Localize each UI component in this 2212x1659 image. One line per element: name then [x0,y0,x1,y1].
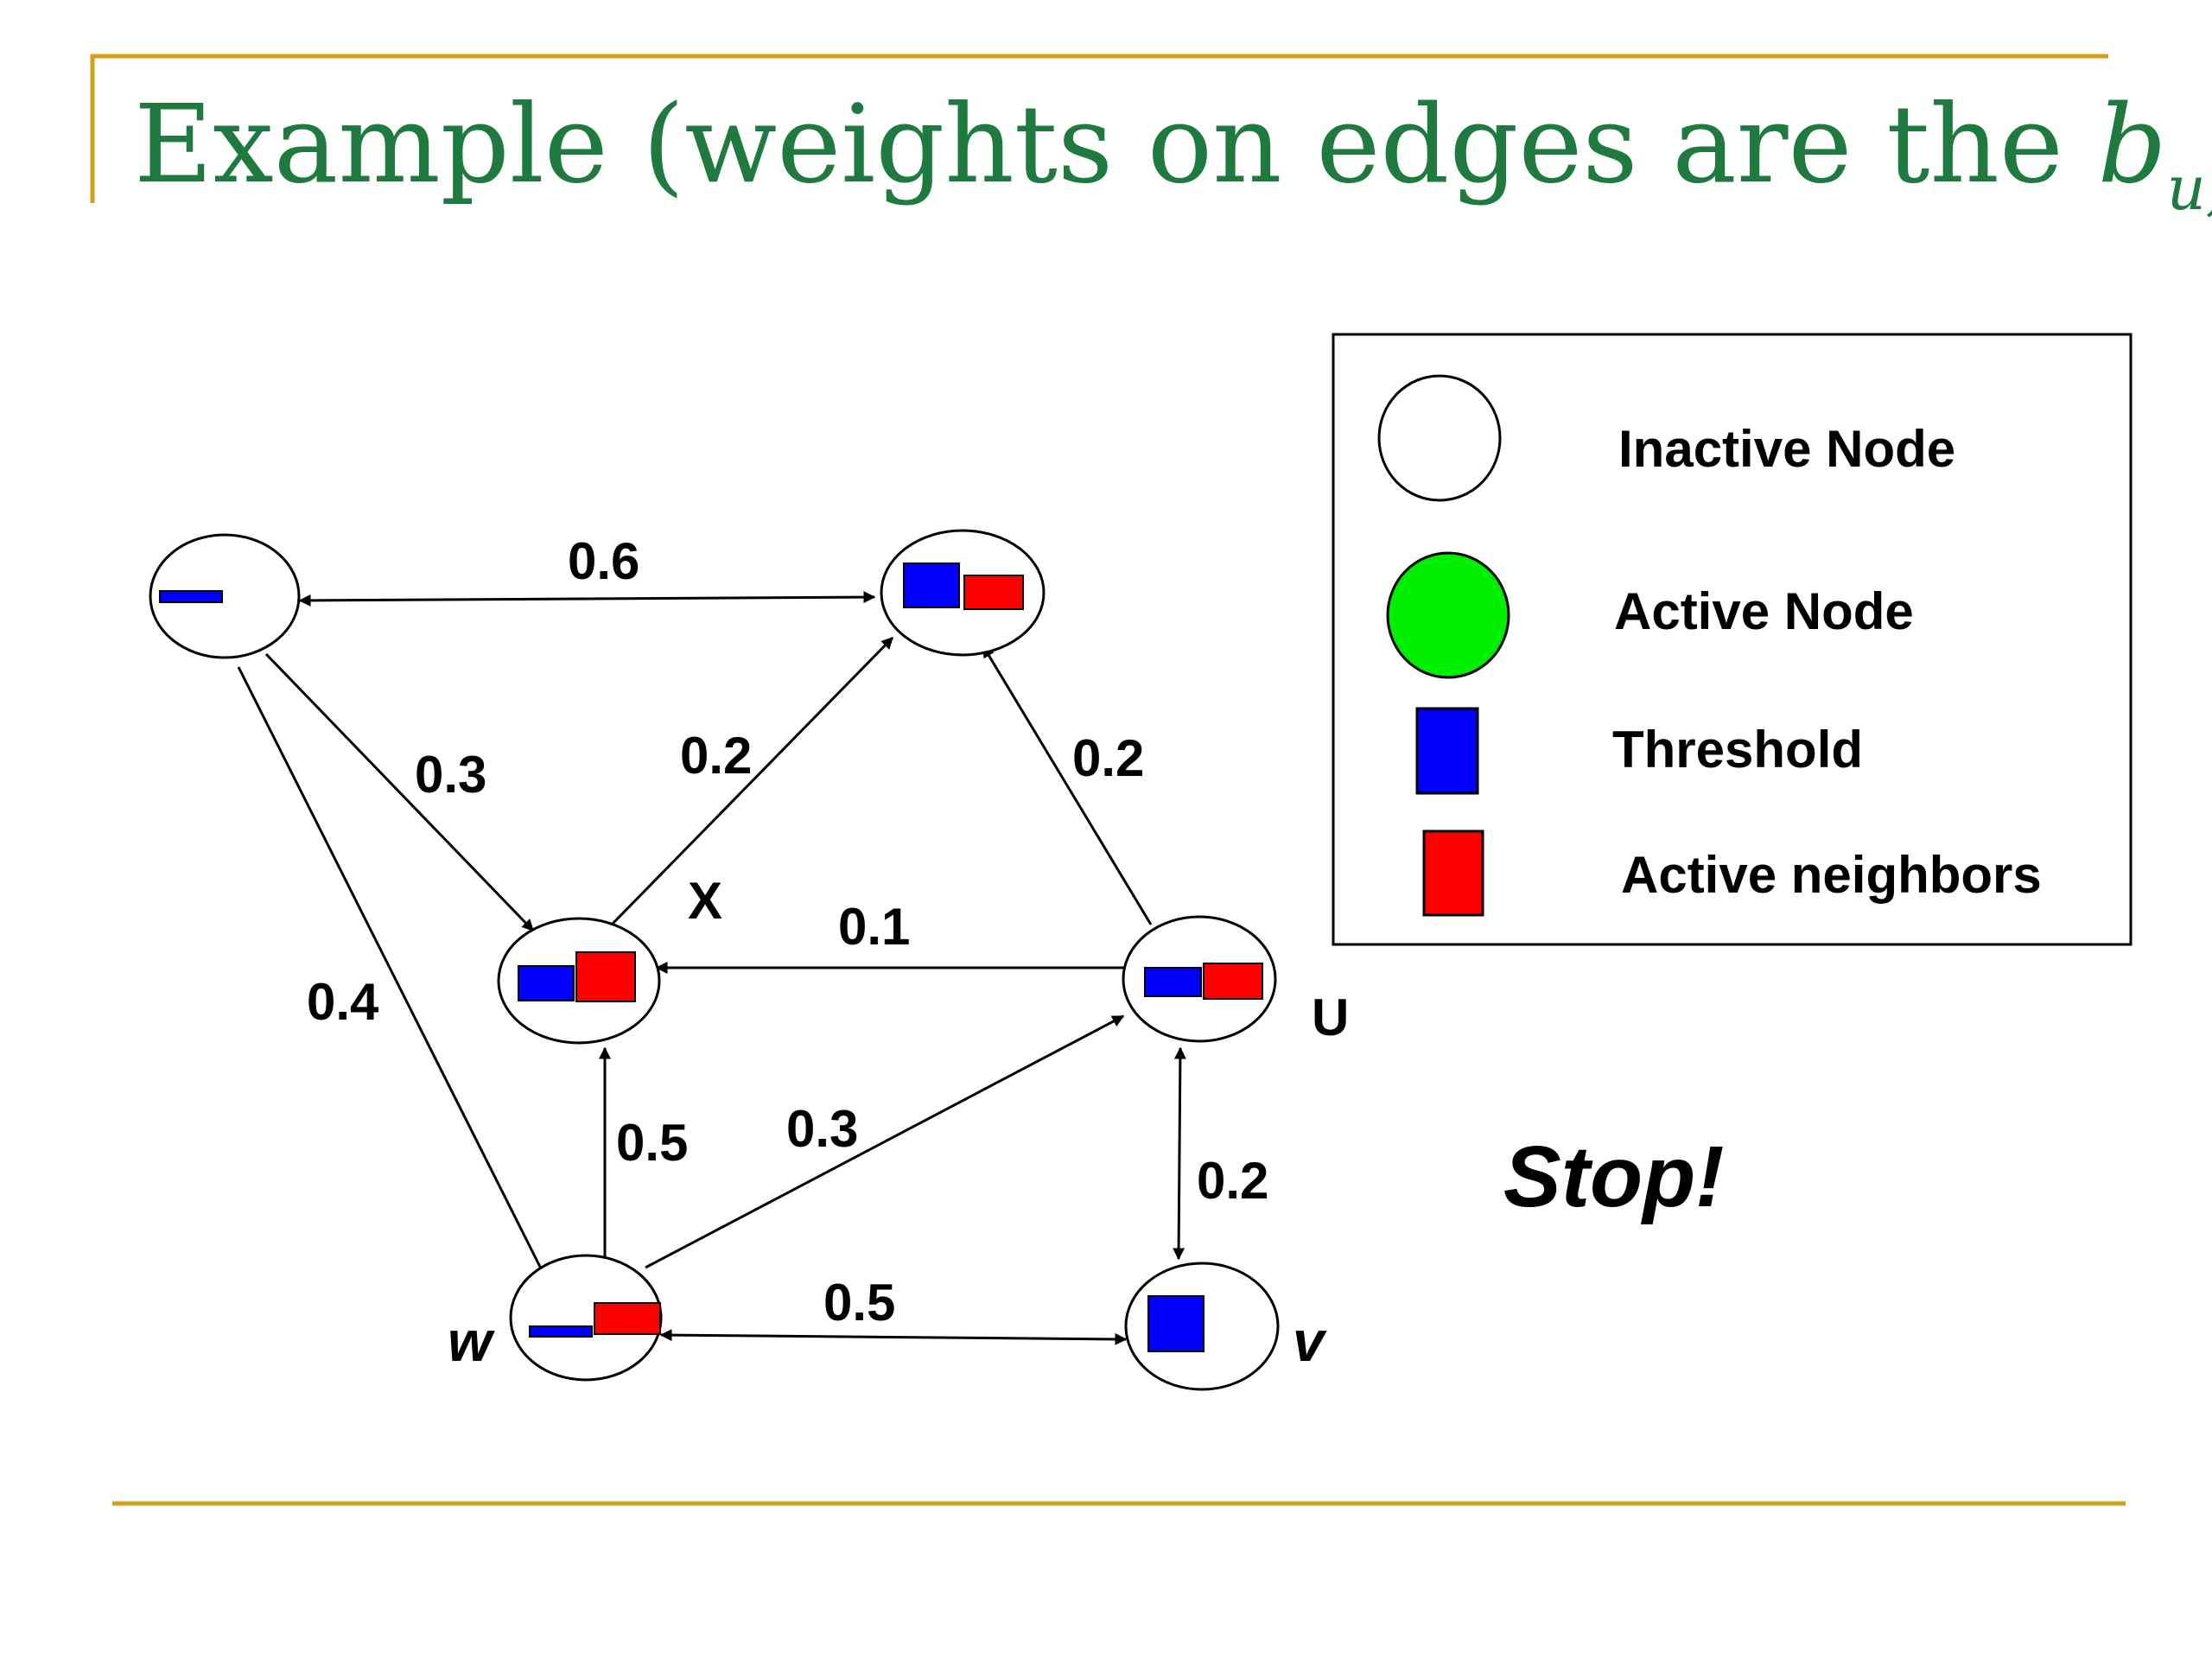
node-x [497,917,661,1045]
edge-w-u [645,1014,1125,1269]
node-x-active-neighbors-bar [575,951,636,1002]
node-w [509,1254,663,1382]
edge-weight-labels: 0.6 0.3 0.2 0.2 0.1 0.4 0.5 0.3 0.2 0.5 [307,532,1268,1332]
node-x-threshold-bar [518,965,575,1001]
legend-active-node-label: Active Node [1614,582,1914,640]
edge-w-v [659,1329,1128,1345]
legend-inactive-node-label: Inactive Node [1618,420,1955,478]
legend-active-neighbors-label: Active neighbors [1621,846,2042,904]
title-subscript-uv: u,v [2167,153,2212,224]
node-u [1122,915,1277,1043]
legend-inactive-node-swatch [1377,374,1502,502]
weight-u-top-right: 0.2 [1072,729,1144,787]
weight-w-v: 0.5 [823,1274,895,1332]
node-label-w: w [448,1309,495,1373]
edge-top-left-x [264,652,535,932]
edges [237,591,1186,1345]
weight-u-v: 0.2 [1197,1152,1268,1210]
node-w-active-neighbors-bar [594,1302,661,1335]
node-w-threshold-bar [529,1325,593,1338]
legend-threshold-swatch [1415,707,1479,795]
page-title: Example (weights on edges are the bu,v) [134,82,2212,224]
node-label-u: U [1312,988,1349,1046]
title-main: Example (weights on edges are the [134,82,2098,207]
weight-w-x: 0.5 [616,1114,688,1172]
node-u-active-neighbors-bar [1203,963,1263,1000]
node-top-left-circle [149,533,301,659]
node-top-right-threshold-bar [903,563,960,608]
edge-top-left-w [237,666,547,1279]
node-top-left [149,533,301,659]
node-v [1124,1262,1280,1391]
edge-x-top-right [610,636,894,926]
stop-status: Stop! [1503,1128,1724,1225]
edge-u-top-right [982,645,1153,925]
node-u-threshold-bar [1144,967,1202,997]
weight-x-top-right: 0.2 [680,727,752,785]
legend-active-neighbors-swatch [1422,830,1484,917]
weight-w-u: 0.3 [786,1100,858,1158]
weight-top-left-x: 0.3 [415,746,486,804]
node-label-v: v [1293,1309,1327,1373]
node-top-right-circle [880,529,1046,657]
node-v-threshold-bar [1147,1295,1205,1352]
edge-top-left-top-right [298,591,876,607]
node-top-right-active-neighbors-bar [963,575,1024,610]
weight-top-left-w: 0.4 [307,973,379,1031]
title-var-b: b [2098,82,2167,207]
node-top-right [880,529,1046,657]
weight-u-x: 0.1 [838,898,910,956]
legend-threshold-label: Threshold [1612,721,1863,779]
legend: Inactive Node Active Node Threshold Acti… [1332,333,2133,946]
legend-active-node-swatch [1386,551,1510,679]
edge-u-v [1173,1046,1186,1261]
weight-top-left-top-right: 0.6 [568,532,639,590]
node-label-x: X [688,872,722,930]
node-top-left-threshold-bar [159,590,223,603]
